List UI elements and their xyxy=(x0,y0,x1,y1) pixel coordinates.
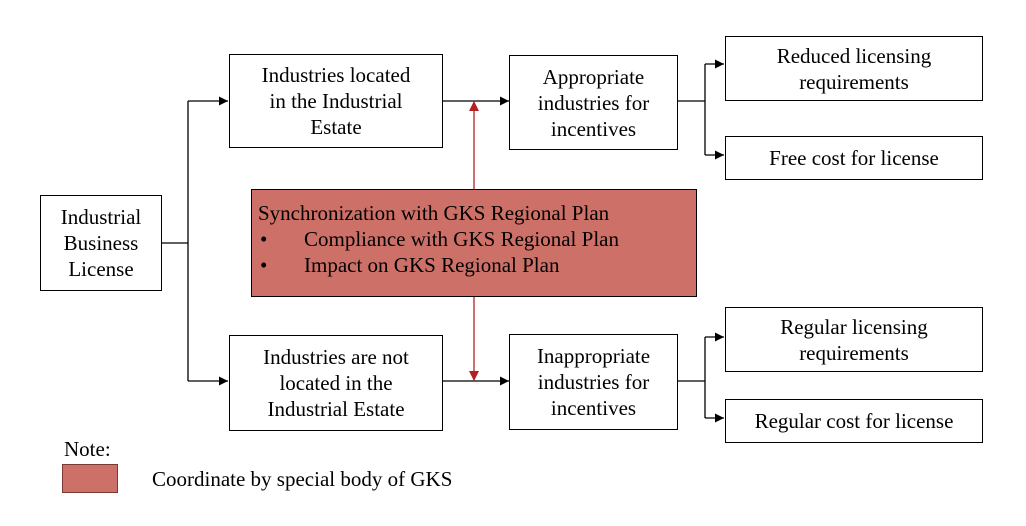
node-free-cost: Free cost for license xyxy=(725,136,983,180)
node-label-line: Free cost for license xyxy=(769,146,939,170)
node-label-line: Business xyxy=(63,231,139,255)
legend-text: Coordinate by special body of GKS xyxy=(152,467,453,491)
node-label-line: located in the xyxy=(279,371,393,395)
node-label-line: Industries located xyxy=(261,63,411,87)
node-label-line: incentives xyxy=(550,116,637,141)
sync-gks-regional-plan: Synchronization with GKS Regional Plan •… xyxy=(251,189,697,297)
node-label-line: Appropriate xyxy=(542,64,645,89)
legend-swatch xyxy=(62,464,118,493)
bullet-marker: • xyxy=(260,227,268,251)
node-label-line: Estate xyxy=(310,115,362,139)
node-label-line: in the Industrial xyxy=(269,89,403,113)
node-label-line: Inappropriate xyxy=(536,344,651,368)
sync-bullet-impact: • Impact on GKS Regional Plan xyxy=(258,252,696,278)
node-label-line: incentives xyxy=(550,396,637,420)
bullet-text: Compliance with GKS Regional Plan xyxy=(304,227,619,251)
bullet-marker: • xyxy=(260,253,268,277)
node-label-line: requirements xyxy=(799,69,909,94)
node-label-line: Reduced licensing xyxy=(776,43,932,68)
node-label-line: Industrial Estate xyxy=(267,397,405,421)
bullet-text: Impact on GKS Regional Plan xyxy=(304,253,560,277)
node-label-line: requirements xyxy=(799,340,909,365)
sync-bullet-compliance: • Compliance with GKS Regional Plan xyxy=(258,226,696,252)
node-label-line: License xyxy=(68,257,134,281)
node-label-line: Regular cost for license xyxy=(754,409,954,433)
node-label-line: Regular licensing xyxy=(780,314,928,339)
node-label-line: industries for xyxy=(537,90,650,115)
node-label-line: Industrial xyxy=(60,205,142,229)
node-regular-cost: Regular cost for license xyxy=(725,399,983,443)
connector-appropriate-split xyxy=(678,64,706,155)
legend-note-label: Note: xyxy=(64,437,111,461)
connector-inappropriate-split xyxy=(678,337,706,418)
node-label-line: Industries are not xyxy=(263,345,409,369)
node-label-line: industries for xyxy=(537,370,650,394)
sync-title: Synchronization with GKS Regional Plan xyxy=(258,201,610,225)
